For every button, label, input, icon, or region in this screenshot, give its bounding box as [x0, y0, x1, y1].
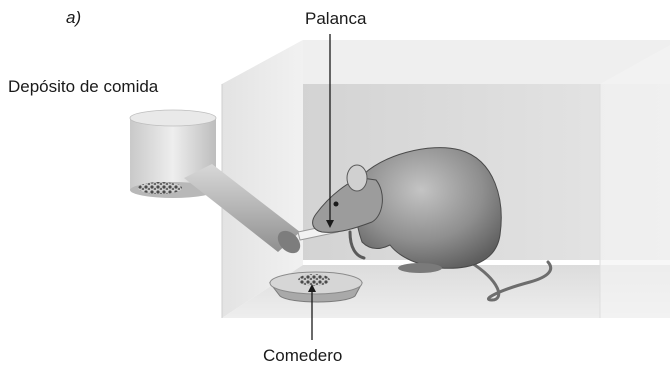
- food-dish: [268, 271, 363, 303]
- food-hopper-label: Depósito de comida: [8, 77, 159, 96]
- food-dish-label: Comedero: [263, 346, 343, 365]
- box-right-face: [600, 45, 670, 318]
- panel-label: a): [66, 8, 82, 27]
- box-top-face: [222, 40, 670, 84]
- lever-pointer-arrowhead: [326, 220, 334, 228]
- delivery-tube: [184, 164, 301, 254]
- lever-label: Palanca: [305, 9, 367, 28]
- box-left-wall: [222, 40, 303, 318]
- dish-pointer-arrowhead: [308, 284, 316, 292]
